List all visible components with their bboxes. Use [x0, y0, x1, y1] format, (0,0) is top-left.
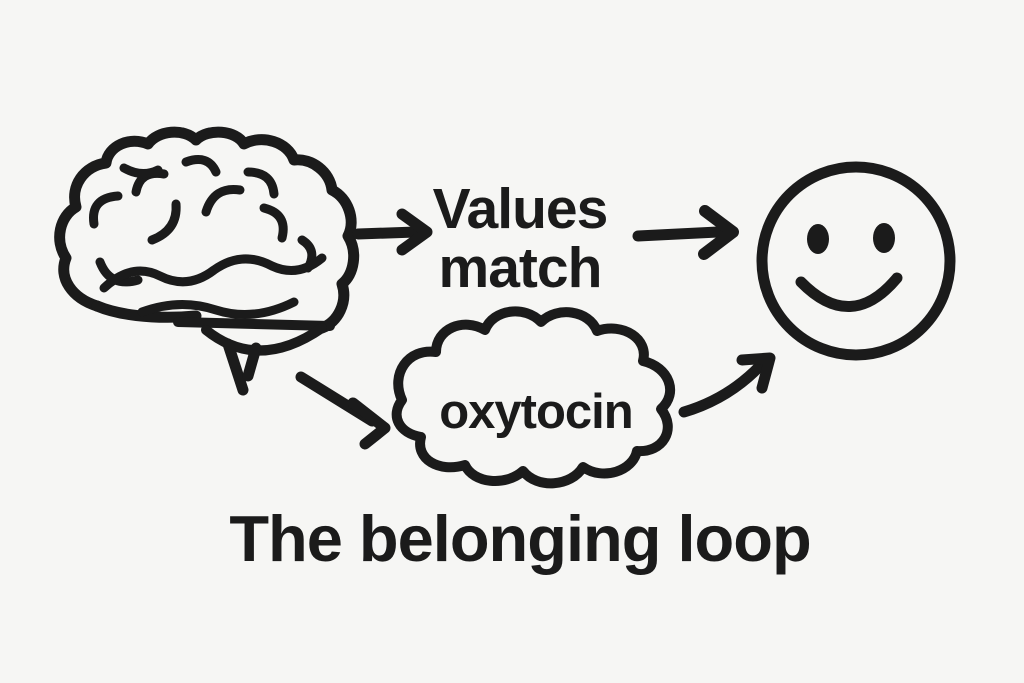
arrow-values-to-smiley	[632, 205, 739, 260]
values-match-line2: match	[438, 236, 603, 301]
arrow-brain-to-oxytocin	[295, 371, 391, 450]
arrow-oxytocin-to-smiley	[678, 352, 776, 418]
oxytocin-label: oxytocin	[439, 385, 633, 439]
values-match-label: Values match	[392, 177, 648, 301]
arrow-brain-to-values	[352, 208, 433, 256]
smiley-face-icon	[756, 161, 956, 361]
values-match-line1: Values	[432, 177, 609, 241]
brain-icon	[54, 126, 360, 396]
oxytocin-cloud	[391, 306, 676, 489]
diagram-caption: The belonging loop	[229, 502, 811, 575]
